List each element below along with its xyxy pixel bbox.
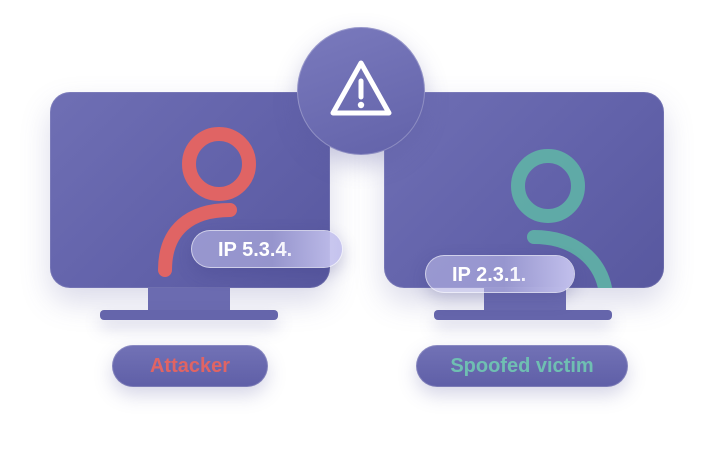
victim-person-icon (511, 149, 613, 288)
victim-monitor-neck (484, 288, 566, 310)
attacker-monitor-base (100, 310, 278, 320)
attacker-label: Attacker (112, 345, 268, 387)
attacker-screen (50, 92, 330, 288)
warning-icon (330, 60, 392, 116)
victim-monitor-base (434, 310, 612, 320)
attacker-ip-badge: IP 5.3.4. (191, 230, 343, 268)
victim-label: Spoofed victim (416, 345, 628, 387)
victim-ip-badge: IP 2.3.1. (425, 255, 575, 293)
attacker-person-icon (158, 127, 256, 277)
warning-badge (297, 27, 425, 155)
attacker-monitor-neck (148, 288, 230, 310)
